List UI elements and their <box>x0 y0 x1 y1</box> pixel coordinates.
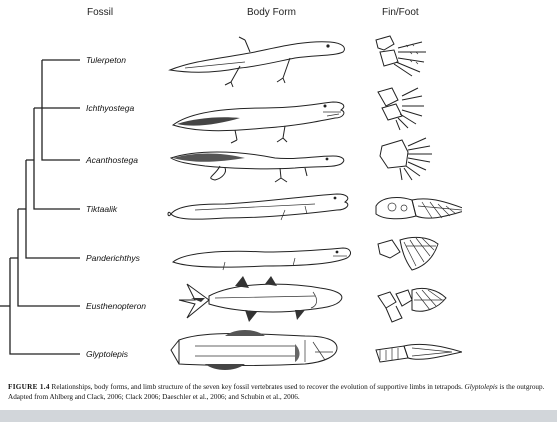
body-form-acanthostega <box>171 152 344 182</box>
taxon-label-panderichthys: Panderichthys <box>86 253 140 263</box>
fin-foot-tulerpeton <box>376 36 426 76</box>
body-form-glyptolepis <box>171 330 337 370</box>
body-form-panderichthys <box>173 248 350 270</box>
fin-foot-acanthostega <box>380 138 432 180</box>
taxon-label-glyptolepis: Glyptolepis <box>86 349 128 359</box>
fin-foot-column <box>372 0 462 380</box>
body-form-column <box>165 0 365 380</box>
fin-foot-eusthenopteron <box>378 288 446 322</box>
fin-foot-panderichthys <box>378 237 438 270</box>
taxon-label-tiktaalik: Tiktaalik <box>86 204 117 214</box>
body-form-ichthyostega <box>173 102 344 143</box>
branch-acanthostega <box>34 60 80 160</box>
branch-tulerpeton-ichthyostega <box>42 60 80 108</box>
body-form-tulerpeton <box>170 37 344 87</box>
header-fossil: Fossil <box>87 7 113 18</box>
body-form-eusthenopteron <box>179 276 342 322</box>
cladogram <box>0 0 80 370</box>
body-form-tiktaalik <box>168 194 348 220</box>
figure-caption: FIGURE 1.4 Relationships, body forms, an… <box>8 383 553 402</box>
taxon-label-acanthostega: Acanthostega <box>86 155 138 165</box>
taxon-label-ichthyostega: Ichthyostega <box>86 103 134 113</box>
taxon-label-tulerpeton: Tulerpeton <box>86 55 126 65</box>
taxon-label-eusthenopteron: Eusthenopteron <box>86 301 146 311</box>
bottom-bar <box>0 410 557 422</box>
fin-foot-tiktaalik <box>376 198 462 219</box>
fin-foot-ichthyostega <box>378 88 424 130</box>
caption-text-part1: Relationships, body forms, and limb stru… <box>50 383 465 391</box>
branch-tiktaalik <box>26 108 80 209</box>
fin-foot-glyptolepis <box>376 344 462 362</box>
caption-outgroup-name: Glyptolepis <box>465 383 498 391</box>
caption-figure-number: FIGURE 1.4 <box>8 383 50 391</box>
